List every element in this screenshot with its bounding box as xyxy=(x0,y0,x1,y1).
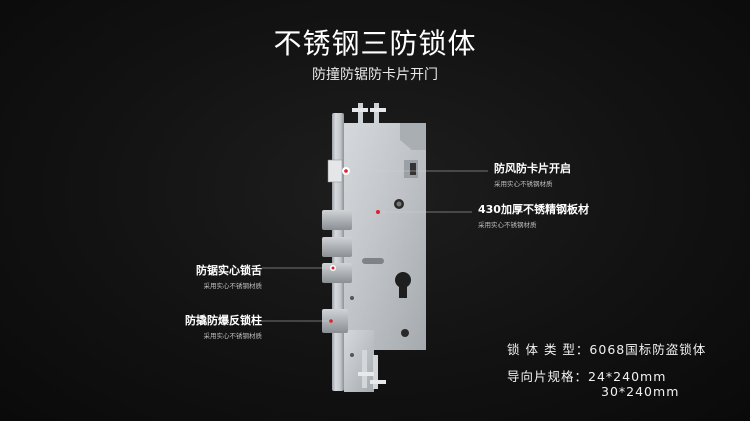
page-subtitle: 防撞防锯防卡片开门 xyxy=(312,67,438,83)
spec-value: 6068国标防盗锁体 xyxy=(589,342,707,357)
callout-title: 防风防卡片开启 xyxy=(494,162,571,175)
deadbolt-2 xyxy=(322,237,352,257)
callout-desc: 采用实心不锈钢材质 xyxy=(494,180,553,188)
top-rod-left xyxy=(358,103,363,125)
callout-anti-card: 防风防卡片开启 采用实心不锈钢材质 xyxy=(494,160,571,188)
spec-guide-size-alt: 30*240mm xyxy=(601,384,679,399)
callout-saw-proof-bolt: 防锯实心锁舌 采用实心不锈钢材质 xyxy=(196,262,262,290)
callout-title: 防锯实心锁舌 xyxy=(196,264,262,277)
marker-dot xyxy=(344,169,348,173)
spec-guide-size: 导向片规格：24*240mm xyxy=(507,366,666,385)
callout-desc: 采用实心不锈钢材质 xyxy=(203,332,263,340)
spec-label: 锁 体 类 型： xyxy=(507,342,590,357)
reverse-lock-pin xyxy=(322,309,348,333)
marker-dot xyxy=(329,319,333,323)
callout-steel-plate: 430加厚不锈精钢板材 采用实心不锈钢材质 xyxy=(478,201,589,229)
spec-lock-type: 锁 体 类 型：6068国标防盗锁体 xyxy=(507,339,706,358)
lock-case xyxy=(344,123,426,350)
callout-title: 430加厚不锈精钢板材 xyxy=(478,203,589,216)
top-rod-right xyxy=(374,103,379,125)
callout-desc: 采用实心不锈钢材质 xyxy=(203,282,263,290)
callout-desc: 采用实心不锈钢材质 xyxy=(478,221,537,229)
deadbolt-3 xyxy=(322,263,352,283)
callout-reverse-lock-pin: 防撬防爆反锁柱 采用实心不锈钢材质 xyxy=(185,312,262,340)
marker-dot xyxy=(376,210,380,214)
spec-value: 24*240mm xyxy=(588,369,667,384)
spec-label: 导向片规格： xyxy=(507,369,589,384)
page-title: 不锈钢三防锁体 xyxy=(273,27,477,60)
callout-title: 防撬防爆反锁柱 xyxy=(185,314,262,327)
spec-value: 30*240mm xyxy=(601,384,680,399)
marker-dot xyxy=(331,266,335,270)
deadbolt-1 xyxy=(322,210,352,230)
